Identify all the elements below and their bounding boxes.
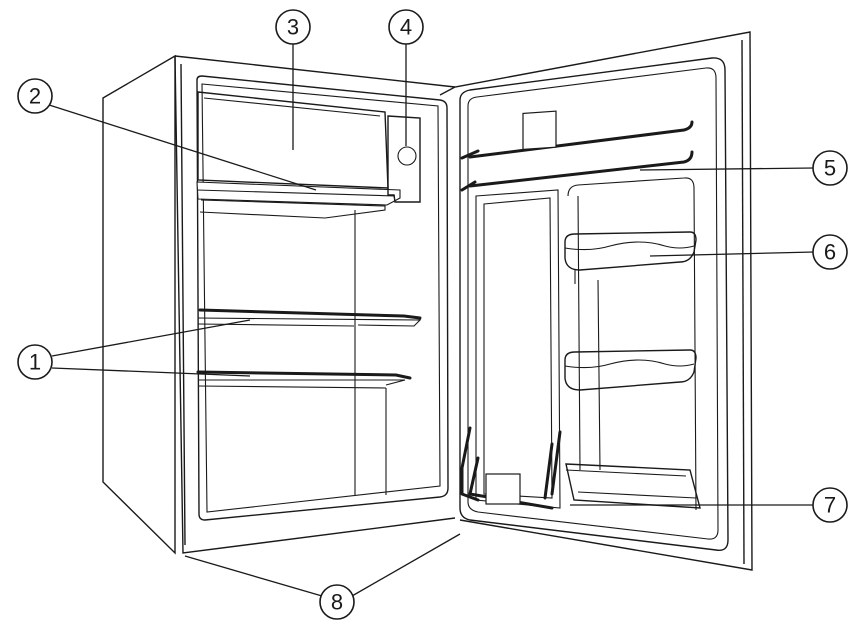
- callout-2-label: 2: [29, 84, 41, 109]
- callout-7-label: 7: [824, 493, 836, 518]
- callout-1: 1: [17, 344, 53, 380]
- leader-8a: [184, 555, 323, 597]
- door-shelves: [564, 231, 697, 391]
- thermostat-control: [387, 115, 421, 203]
- callout-6: 6: [812, 234, 848, 270]
- callout-5-label: 5: [824, 156, 836, 181]
- leader-8b: [351, 533, 461, 597]
- callout-4-label: 4: [400, 15, 412, 40]
- drip-tray: [196, 181, 401, 219]
- callout-8: 8: [319, 584, 355, 620]
- callout-4: 4: [388, 9, 424, 45]
- callout-1-label: 1: [29, 350, 41, 375]
- leader-5: [639, 167, 815, 171]
- leader-1b: [51, 367, 251, 377]
- wire-shelves: [196, 308, 422, 389]
- callout-8-label: 8: [331, 590, 343, 615]
- leader-6: [649, 251, 815, 257]
- leader-lines: [45, 44, 815, 597]
- callout-7: 7: [812, 487, 848, 523]
- leader-1a: [51, 319, 251, 357]
- callout-5: 5: [812, 150, 848, 186]
- callout-2: 2: [17, 78, 53, 114]
- bottom-door-rail: [460, 426, 701, 510]
- leader-2: [45, 103, 317, 191]
- cabinet: [102, 54, 456, 555]
- callout-3-label: 3: [287, 15, 299, 40]
- door-bottle-rail: [460, 110, 694, 192]
- callout-6-label: 6: [824, 240, 836, 265]
- door: [439, 31, 753, 571]
- callout-3: 3: [275, 9, 311, 45]
